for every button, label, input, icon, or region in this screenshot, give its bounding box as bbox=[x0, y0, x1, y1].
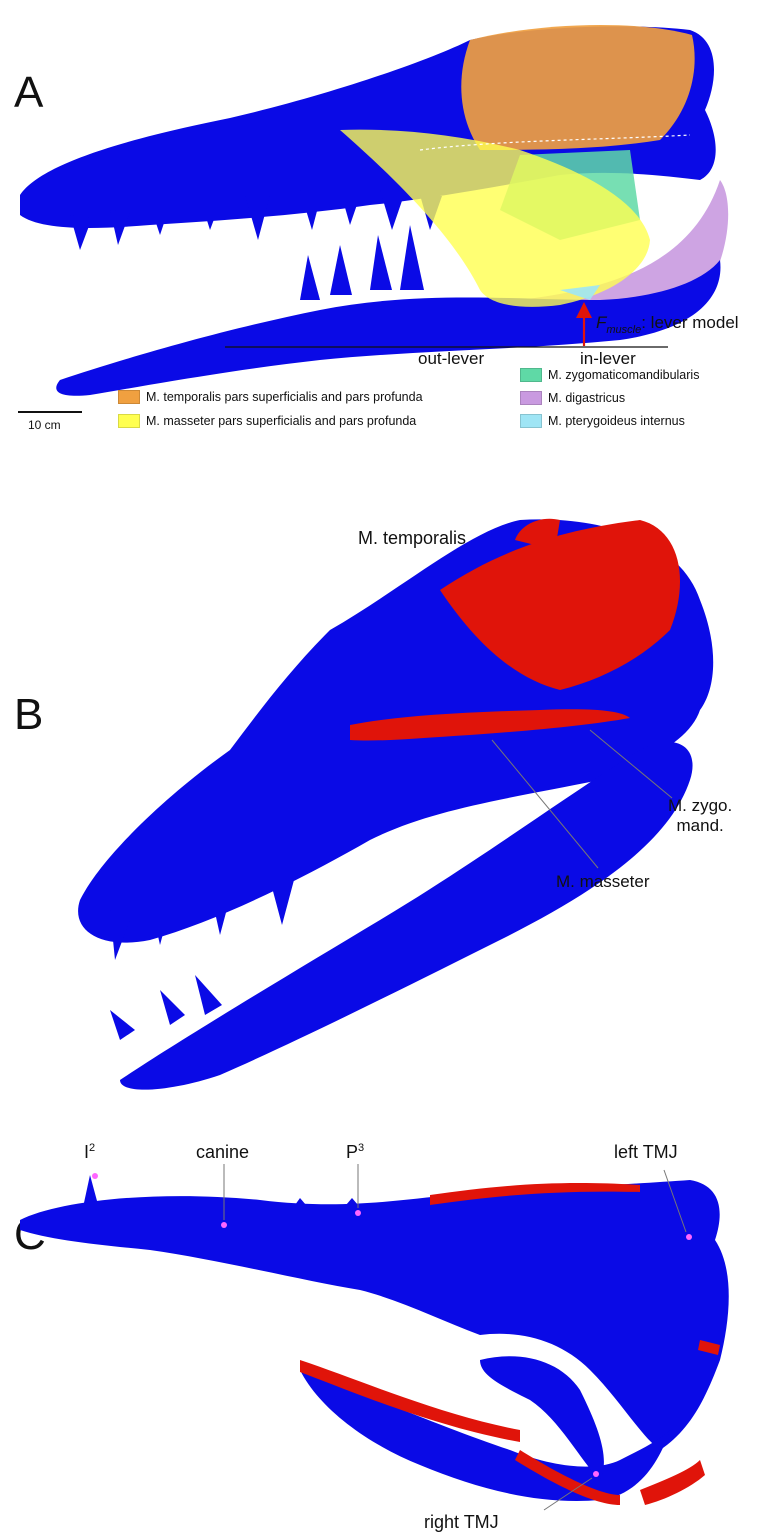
legend-label-pterygoideus: M. pterygoideus internus bbox=[548, 414, 685, 428]
zygo-label: M. zygo. mand. bbox=[668, 796, 732, 836]
force-label: Fmuscle: lever model bbox=[596, 313, 739, 333]
force-subscript: muscle bbox=[606, 324, 641, 336]
panel-c-skull-diagram bbox=[0, 1100, 768, 1540]
masseter-label: M. masseter bbox=[556, 872, 650, 892]
left-tmj-landmark-dot bbox=[686, 1234, 692, 1240]
lower-teeth bbox=[300, 225, 424, 300]
legend-item-pterygoideus: M. pterygoideus internus bbox=[520, 414, 685, 428]
incisor-superscript: 2 bbox=[89, 1142, 95, 1154]
panel-a-skull-diagram bbox=[0, 0, 768, 480]
premolar-label: P3 bbox=[346, 1142, 364, 1163]
legend-item-masseter: M. masseter pars superficialis and pars … bbox=[118, 414, 416, 428]
canine-label: canine bbox=[196, 1142, 249, 1163]
temporalis-label: M. temporalis bbox=[358, 528, 466, 549]
incisor-landmark-dot bbox=[92, 1173, 98, 1179]
legend-item-zygomaticomandibularis: M. zygomaticomandibularis bbox=[520, 368, 699, 382]
scale-bar-label: 10 cm bbox=[28, 418, 61, 432]
zygo-label-line1: M. zygo. bbox=[668, 796, 732, 816]
pterygoideus-swatch bbox=[520, 414, 542, 428]
zygo-label-line2: mand. bbox=[668, 816, 732, 836]
temporalis-region bbox=[461, 25, 694, 150]
premolar-landmark-dot bbox=[355, 1210, 361, 1216]
digastricus-swatch bbox=[520, 391, 542, 405]
legend-item-temporalis: M. temporalis pars superficialis and par… bbox=[118, 390, 423, 404]
temporalis-swatch bbox=[118, 390, 140, 404]
force-label-text: : lever model bbox=[641, 313, 738, 332]
incisor-label: I2 bbox=[84, 1142, 95, 1163]
right-tmj-label: right TMJ bbox=[424, 1512, 499, 1533]
zygomaticomandibularis-swatch bbox=[520, 368, 542, 382]
legend-label-zygomaticomandibularis: M. zygomaticomandibularis bbox=[548, 368, 699, 382]
legend-label-temporalis: M. temporalis pars superficialis and par… bbox=[146, 390, 423, 404]
legend-label-masseter: M. masseter pars superficialis and pars … bbox=[146, 414, 416, 428]
premolar-letter: P bbox=[346, 1142, 358, 1162]
in-lever-label: in-lever bbox=[580, 349, 636, 369]
canine-landmark-dot bbox=[221, 1222, 227, 1228]
force-symbol: F bbox=[596, 313, 606, 332]
panel-b-skull-diagram bbox=[0, 480, 768, 1100]
legend-item-digastricus: M. digastricus bbox=[520, 391, 625, 405]
left-tmj-label: left TMJ bbox=[614, 1142, 678, 1163]
right-tmj-landmark-dot bbox=[593, 1471, 599, 1477]
masseter-swatch bbox=[118, 414, 140, 428]
premolar-superscript: 3 bbox=[358, 1142, 364, 1154]
legend-label-digastricus: M. digastricus bbox=[548, 391, 625, 405]
out-lever-label: out-lever bbox=[418, 349, 484, 369]
